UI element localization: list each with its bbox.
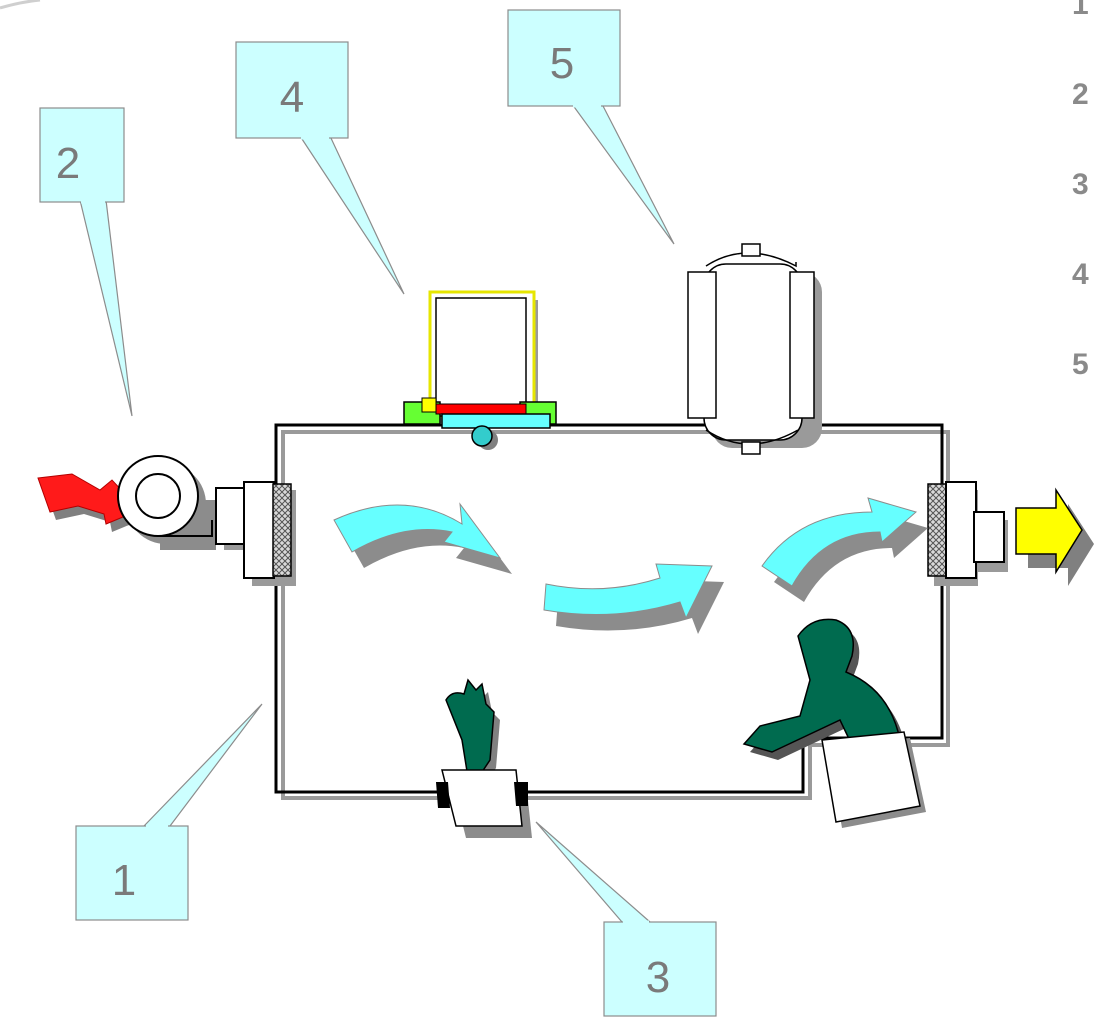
fan-impeller xyxy=(135,473,181,519)
callout-2: 2 xyxy=(39,107,133,417)
inlet-filter-housing xyxy=(215,481,296,586)
callout-5-label: 5 xyxy=(550,39,574,88)
callout-2-label: 2 xyxy=(56,139,80,188)
airflow-arrow-1 xyxy=(333,502,512,574)
side-number-1: 1 xyxy=(1072,0,1089,21)
transfer-hatch xyxy=(403,290,557,450)
outlet-air-arrow xyxy=(1015,487,1094,586)
callout-1-label: 1 xyxy=(112,856,136,905)
airflow-arrows xyxy=(333,497,928,634)
airflow-arrow-3 xyxy=(761,497,928,602)
glove xyxy=(445,678,495,793)
glove-sleeve xyxy=(441,769,523,827)
callout-3-label: 3 xyxy=(646,953,670,1002)
operator-figure xyxy=(742,618,926,828)
glove-port xyxy=(436,678,532,838)
callout-3: 3 xyxy=(535,821,717,1017)
outlet-hepa-filter xyxy=(927,483,947,577)
airflow-arrow-2 xyxy=(543,563,724,634)
corner-decoration xyxy=(0,0,41,10)
callout-4: 4 xyxy=(235,41,405,295)
outlet-filter-housing xyxy=(927,481,1008,586)
callout-1: 1 xyxy=(75,703,263,921)
operator-sleeve xyxy=(821,731,921,823)
side-number-2: 2 xyxy=(1072,78,1089,111)
callout-4-label: 4 xyxy=(280,73,304,122)
side-number-5: 5 xyxy=(1072,348,1089,381)
callout-5: 5 xyxy=(507,9,675,245)
side-number-3: 3 xyxy=(1072,168,1089,201)
hatch-port xyxy=(471,425,493,447)
side-number-list: 1 2 3 4 5 xyxy=(1072,0,1089,381)
inlet-fan xyxy=(37,455,216,550)
side-number-4: 4 xyxy=(1072,258,1089,291)
inlet-hepa-filter xyxy=(272,483,292,577)
transfer-container xyxy=(687,243,822,455)
